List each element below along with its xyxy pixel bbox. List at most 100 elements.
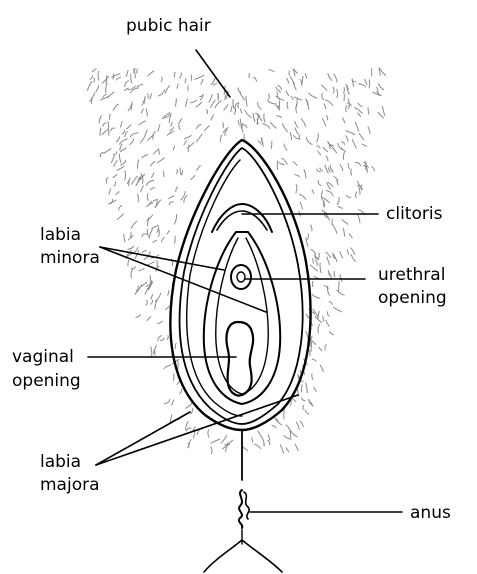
hair-stroke <box>120 139 128 144</box>
vaginal-opening <box>226 322 253 396</box>
hair-stroke <box>303 405 304 409</box>
hair-stroke <box>296 185 297 193</box>
hair-stroke <box>348 99 349 103</box>
hair-stroke <box>207 110 208 114</box>
hair-stroke <box>300 202 302 209</box>
hair-stroke <box>164 399 170 403</box>
hair-stroke <box>301 385 302 392</box>
label-pubic-hair: pubic hair <box>126 16 211 36</box>
hair-stroke <box>344 88 345 94</box>
hair-stroke <box>98 71 99 80</box>
label-vaginal-1: vaginal <box>12 347 74 367</box>
hair-stroke <box>368 108 369 114</box>
hair-stroke <box>313 258 314 263</box>
hair-stroke <box>253 113 255 121</box>
hair-stroke <box>180 73 182 78</box>
hair-stroke <box>321 191 322 198</box>
hair-stroke <box>201 79 203 84</box>
hair-stroke <box>186 422 189 430</box>
hair-stroke <box>334 74 337 82</box>
hair-stroke <box>301 119 306 127</box>
hair-stroke <box>300 80 302 85</box>
hair-stroke <box>279 162 284 164</box>
hair-stroke <box>121 160 126 165</box>
hair-stroke <box>148 71 154 76</box>
hair-stroke <box>296 422 299 430</box>
hair-stroke <box>337 198 339 205</box>
hair-stroke <box>131 269 133 278</box>
urethral-opening <box>231 265 251 289</box>
hair-stroke <box>224 105 228 110</box>
hair-stroke <box>300 194 306 199</box>
hair-stroke <box>147 229 148 236</box>
hair-stroke <box>191 408 193 414</box>
hair-stroke <box>119 206 122 211</box>
hair-stroke <box>196 102 202 107</box>
hair-stroke <box>101 96 109 100</box>
hair-stroke <box>150 162 155 166</box>
hair-stroke <box>180 168 181 175</box>
hair-stroke <box>287 78 289 83</box>
hair-stroke <box>275 418 282 425</box>
hair-stroke <box>128 246 134 249</box>
hair-stroke <box>311 249 315 252</box>
hair-stroke <box>141 282 147 286</box>
hair-stroke <box>343 152 344 159</box>
hair-stroke <box>208 430 209 438</box>
hair-stroke <box>277 116 282 118</box>
hair-stroke <box>280 445 283 453</box>
hair-stroke <box>334 307 342 311</box>
hair-stroke <box>211 115 214 120</box>
hair-stroke <box>165 86 169 94</box>
hair-stroke <box>344 228 345 236</box>
hair-stroke <box>317 134 319 142</box>
hair-stroke <box>90 76 93 80</box>
hair-stroke <box>231 106 232 112</box>
hair-stroke <box>355 162 360 165</box>
hair-stroke <box>318 253 319 259</box>
hair-stroke <box>351 248 355 254</box>
hair-stroke <box>94 78 95 82</box>
hair-stroke <box>191 100 197 103</box>
label-labia-majora-1: labia <box>40 452 81 472</box>
hair-stroke <box>113 152 117 155</box>
hair-stroke <box>112 156 115 163</box>
hair-stroke <box>312 294 320 298</box>
hair-stroke <box>306 137 312 144</box>
hair-stroke <box>120 144 122 150</box>
hair-stroke <box>316 260 318 266</box>
hair-stroke <box>369 80 370 88</box>
hair-stroke <box>184 141 186 145</box>
hair-stroke <box>358 113 361 116</box>
hair-stroke <box>289 428 291 438</box>
hair-stroke <box>125 132 128 137</box>
hair-stroke <box>241 109 242 113</box>
hair-stroke <box>119 154 121 162</box>
label-labia-minora-1: labia <box>40 225 81 245</box>
hair-stroke <box>142 250 146 252</box>
hair-stroke <box>337 90 338 98</box>
hair-stroke <box>307 234 308 239</box>
hair-stroke <box>134 248 138 253</box>
hair-stroke <box>131 221 137 228</box>
hair-stroke <box>194 432 195 438</box>
hair-stroke <box>144 130 147 137</box>
hair-stroke <box>161 77 162 82</box>
hair-stroke <box>291 96 293 99</box>
hair-stroke <box>169 115 171 123</box>
hair-stroke <box>323 147 327 151</box>
label-clitoris: clitoris <box>386 204 443 224</box>
hair-stroke <box>127 125 132 129</box>
hair-stroke <box>312 374 313 380</box>
hair-stroke <box>322 93 324 99</box>
hair-stroke <box>188 145 189 152</box>
hair-stroke <box>300 421 303 426</box>
hair-stroke <box>102 76 109 83</box>
hair-stroke <box>383 106 385 115</box>
hair-stroke <box>197 166 201 171</box>
hair-stroke <box>210 100 215 107</box>
hair-stroke <box>290 430 297 436</box>
hair-stroke <box>368 127 370 134</box>
hair-stroke <box>151 173 154 177</box>
hair-stroke <box>157 158 164 163</box>
